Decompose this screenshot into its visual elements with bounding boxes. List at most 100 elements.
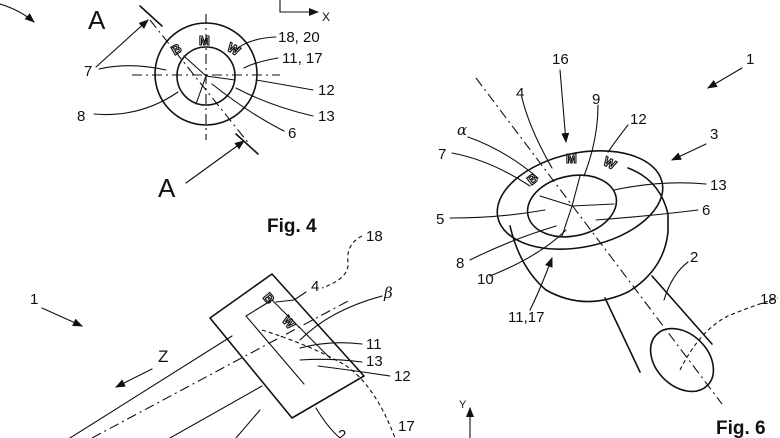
fig6-socket-ellipse [526,174,618,238]
fig5-label-4: 4 [311,278,319,295]
fig6-shank-top-edge [651,275,713,345]
fig6-head-side [509,167,669,303]
fig4-leader-12 [255,79,314,91]
fig6-leader-6 [595,209,699,221]
fig5-leader-beta [299,295,383,341]
fig6-caption: Fig. 6 [716,418,766,438]
fig6-leader-5 [449,209,546,219]
fig6-label-2: 2 [690,249,698,266]
fig4-label-7: 7 [84,63,92,80]
fig4-section-mark-top [139,5,163,27]
fig5-arrow-1 [41,307,83,327]
fig4-section-arrow-bottom [185,140,245,184]
fig4-leader-18-20 [234,36,277,51]
fig6-leader-13 [613,182,707,191]
fig5-label-13: 13 [366,353,383,370]
fig6-leader-7 [451,152,531,187]
fig5-label-12: 12 [394,368,411,385]
fig5-logo-letter-w: W [279,313,299,333]
fig6-label-10: 10 [477,271,494,288]
fig6-arrow-1 [707,67,743,89]
fig6-y-axis-label: Y [459,399,467,411]
fig6-label-13: 13 [710,177,727,194]
fig5-label-11: 11 [366,336,382,353]
fig6-label-7: 7 [438,146,446,163]
fig5-centerline [91,299,351,438]
fig5-label-2: 2 [338,427,346,438]
fig6-logo-letter-m: M [566,151,577,166]
fig6-label-8: 8 [456,255,464,272]
fig5-label-18: 18 [366,228,383,245]
fig6-label-alpha: α [457,121,467,139]
fig5-curve-2 [315,407,341,438]
fig5-recess-bottom [245,315,305,385]
fig4-caption: Fig. 4 [267,216,317,237]
fig6-leader-alpha [467,136,539,179]
fig5-leader-4 [275,291,307,303]
fig6-arrow-3 [671,143,707,161]
fig5-leader-11 [299,342,363,349]
fig6-tri-line-4 [539,195,573,207]
fig5-leader-12 [317,365,391,377]
fig6-shank-end [649,327,715,393]
fig5-shank-bottom [169,385,263,438]
fig6-shank-bottom-edge [604,297,641,373]
fig4-logo-letter-m: M [199,33,210,48]
fig4-tri-line-1 [183,55,207,77]
fig4-x-axis [279,0,319,16]
fig6-group: 16 1 3 Y B M W 4 9 12 α [436,51,779,438]
fig4-label-13: 13 [318,108,335,125]
fig6-head-top-ellipse [496,150,664,250]
fig4-corner-arrow [0,3,35,23]
fig6-label-11-17: 11,17 [508,309,544,326]
fig4-x-axis-label: X [322,10,330,24]
fig6-label-18: 18 [760,291,777,308]
fig6-tri-line-3 [561,205,573,237]
fig6-leader-9 [583,104,599,177]
fig6-centerline [475,77,723,405]
fig6-tri-line-2 [571,203,615,207]
fig5-dashed-17 [261,329,396,438]
fig6-label-12: 12 [630,111,647,128]
fig4-head-socket-circle [176,46,236,106]
fig6-leader-12 [607,124,629,153]
fig4-label-12: 12 [318,82,335,99]
fig4-leader-11-17 [243,57,279,69]
fig4-tri-line-2 [205,75,236,81]
fig6-label-3: 3 [710,126,718,143]
fig6-leader-4 [521,97,553,169]
fig6-label-9: 9 [592,91,600,108]
fig4-tri-line-3 [195,75,207,105]
fig4-label-11-17: 11, 17 [282,50,323,67]
fig6-label-4: 4 [516,85,524,102]
fig6-label-5: 5 [436,211,444,228]
fig5-logo-letter-b: B [260,290,278,307]
fig5-shank-end [235,409,261,438]
fig4-logo-letter-b: B [169,40,185,58]
fig4-section-label-top: A [88,5,106,35]
fig5-label-beta: β [383,284,393,302]
fig4-section-label-bottom: A [158,173,176,203]
fig5-leader-13 [299,358,363,363]
fig4-label-18-20: 18, 20 [278,29,320,46]
fig4-group: X A A B M W 7 8 18, 20 11, 17 12 13 6 [0,0,335,237]
fig6-arrow-11-17 [529,257,553,311]
fig6-leader-2 [663,261,689,301]
fig5-head-body [209,273,365,419]
fig4-label-8: 8 [77,108,85,125]
fig6-dashed-18 [679,297,779,371]
fig6-leader-8 [469,225,557,261]
fig4-leader-6 [211,83,285,132]
fig5-recess-end [245,299,273,317]
fig4-leader-13 [235,87,314,117]
fig4-leader-7 [98,65,167,71]
fig6-arrow-16 [559,69,570,143]
fig6-logo-letter-w: W [601,153,620,172]
fig6-label-6: 6 [702,202,710,219]
fig6-leader-10 [489,229,567,277]
fig4-section-arrow-top [95,19,149,68]
fig4-section-mark-bottom [235,133,259,155]
fig5-label-17: 17 [398,418,415,435]
fig5-leader-18 [321,235,363,289]
